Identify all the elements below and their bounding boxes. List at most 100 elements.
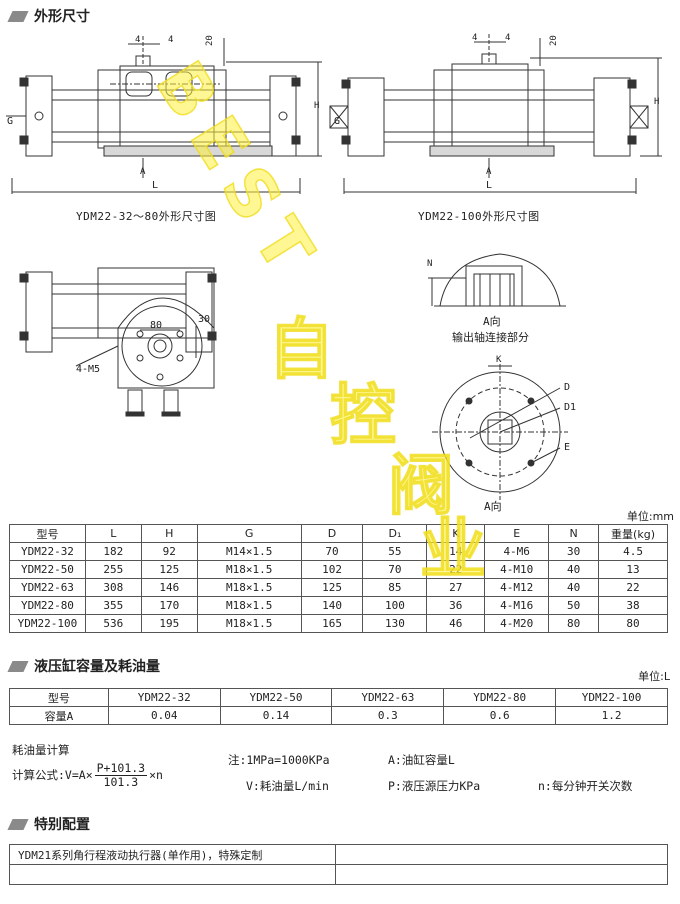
spec-cell: 80 xyxy=(548,614,600,633)
spec-cell: 4-M12 xyxy=(484,578,550,597)
spec-cell: 27 xyxy=(426,578,486,597)
drawing-left-side-view xyxy=(19,267,217,417)
spec-cell: YDM22-50 xyxy=(9,560,86,579)
capacity-model-cell: YDM22-63 xyxy=(331,688,445,707)
dimension-drawings: 4 4 20 G H A L 4 4 20 xyxy=(6,33,662,513)
spec-cell: 30 xyxy=(548,542,600,561)
dim-label-k: K xyxy=(496,355,502,365)
special-row1-col1: YDM21系列角行程液动执行器(单作用)，特殊定制 xyxy=(9,844,336,865)
spec-cell: 355 xyxy=(84,596,142,615)
dim-label-a-right: A xyxy=(486,167,492,177)
dim-label-4c: 4 xyxy=(472,33,477,43)
dim-label-80: 80 xyxy=(150,320,162,331)
dim-label-30: 30 xyxy=(198,314,210,325)
dim-label-e: E xyxy=(564,442,570,453)
section-title-dimensions: 外形尺寸 xyxy=(7,6,90,26)
oil-note-5: n:每分钟开关次数 xyxy=(538,779,633,793)
drawing-left-front-view xyxy=(6,36,322,194)
oil-note-1: 注:1MPa=1000KPa xyxy=(228,753,330,767)
capacity-value-cell: 1.2 xyxy=(555,706,668,725)
dim-label-n: N xyxy=(427,259,432,269)
spec-cell: 125 xyxy=(300,578,364,597)
oil-heading: 耗油量计算 xyxy=(12,743,70,757)
spec-cell: 255 xyxy=(84,560,142,579)
spec-cell: YDM22-100 xyxy=(9,614,86,633)
spec-cell: 36 xyxy=(426,596,486,615)
oil-note-2: A:油缸容量L xyxy=(388,753,455,767)
dim-label-h-left: H xyxy=(314,101,319,111)
capacity-model-cell: YDM22-32 xyxy=(107,688,221,707)
special-row-1: YDM21系列角行程液动执行器(单作用)，特殊定制 xyxy=(9,844,669,865)
dim-label-4d: 4 xyxy=(505,33,510,43)
capacity-model-cell: YDM22-80 xyxy=(443,688,557,707)
spec-header-cell: D xyxy=(300,524,364,543)
spec-cell: 4-M6 xyxy=(484,542,550,561)
section-title-capacity: 液压缸容量及耗油量 xyxy=(7,656,160,676)
spec-header-cell: 型号 xyxy=(9,524,86,543)
special-row2-col1 xyxy=(9,864,336,885)
spec-cell: 4-M16 xyxy=(484,596,550,615)
capacity-value-cell: 0.3 xyxy=(331,706,445,725)
spec-cell: 4-M20 xyxy=(484,614,550,633)
spec-cell: 70 xyxy=(300,542,364,561)
spec-cell: 102 xyxy=(300,560,364,579)
spec-header-cell: G xyxy=(196,524,302,543)
caption-left-drawing: YDM22-32～80外形尺寸图 xyxy=(76,210,217,223)
capacity-value-cell: 0.6 xyxy=(443,706,557,725)
spec-cell: 40 xyxy=(548,560,600,579)
spec-cell: YDM22-32 xyxy=(9,542,86,561)
spec-cell: 308 xyxy=(84,578,142,597)
spec-cell: 13 xyxy=(598,560,668,579)
drawing-output-shaft-view xyxy=(428,253,566,307)
spec-cell: 130 xyxy=(362,614,428,633)
spec-cell: M18×1.5 xyxy=(196,614,302,633)
section-title-special: 特别配置 xyxy=(7,814,90,834)
spec-cell: 80 xyxy=(598,614,668,633)
spec-cell: 40 xyxy=(548,578,600,597)
spec-cell: 170 xyxy=(140,596,198,615)
capacity-model-cell: YDM22-50 xyxy=(219,688,333,707)
view-label-output-shaft: 输出轴连接部分 xyxy=(452,330,529,344)
dim-label-4m5: 4-M5 xyxy=(76,364,100,375)
spec-cell: 125 xyxy=(140,560,198,579)
spec-cell: 536 xyxy=(84,614,142,633)
special-row-2 xyxy=(9,864,669,885)
dim-label-d: D xyxy=(564,382,570,393)
dim-label-20b: 20 xyxy=(549,35,559,46)
dim-label-l-right: L xyxy=(486,180,492,191)
spec-cell: YDM22-63 xyxy=(9,578,86,597)
spec-header-cell: L xyxy=(84,524,142,543)
caption-right-drawing: YDM22-100外形尺寸图 xyxy=(418,210,540,223)
oil-note-4: P:液压源压力KPa xyxy=(388,779,481,793)
dim-label-d1: D1 xyxy=(564,402,576,413)
section-marker-icon xyxy=(7,660,29,672)
spec-cell: 50 xyxy=(548,596,600,615)
dim-label-20: 20 xyxy=(205,35,215,46)
spec-cell: 4-M10 xyxy=(484,560,550,579)
drawing-flange-view xyxy=(432,364,568,500)
section-marker-icon xyxy=(7,818,29,830)
special-table: YDM21系列角行程液动执行器(单作用)，特殊定制 xyxy=(9,844,669,885)
spec-header-cell: N xyxy=(548,524,600,543)
spec-cell: M18×1.5 xyxy=(196,560,302,579)
dim-label-h-right: H xyxy=(654,97,659,107)
special-row1-col2 xyxy=(334,844,669,865)
dim-label-4a: 4 xyxy=(135,35,140,45)
capacity-header-label: 型号 xyxy=(9,688,109,707)
spec-cell: 182 xyxy=(84,542,142,561)
spec-cell: 22 xyxy=(426,560,486,579)
capacity-model-cell: YDM22-100 xyxy=(555,688,668,707)
dim-label-g-left: G xyxy=(7,116,13,127)
dim-label-g-right: G xyxy=(334,116,340,127)
section-marker-icon xyxy=(7,10,29,22)
spec-cell: 165 xyxy=(300,614,364,633)
